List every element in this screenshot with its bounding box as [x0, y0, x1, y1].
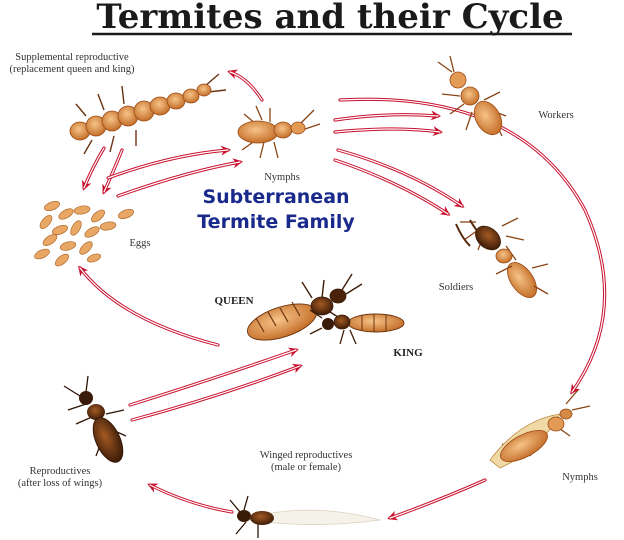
- king-label: KING: [393, 347, 423, 359]
- eggs-label: Eggs: [130, 238, 151, 249]
- winged-label-line1: Winged reproductives: [260, 450, 353, 461]
- arrow-nymphs-to-soldiers-highlight: [337, 149, 463, 207]
- arrow-supplemental-to-eggs-b-highlight: [103, 149, 123, 193]
- nymphs-top-label: Nymphs: [264, 172, 300, 183]
- arrow-supplemental-to-eggs-a-highlight: [83, 147, 105, 189]
- workers-label: Workers: [538, 110, 573, 121]
- arrow-winged-nymphs-to-winged-highlight: [389, 479, 486, 519]
- worker-termite-icon: [437, 55, 507, 137]
- eggs-cluster-icon: [34, 201, 134, 267]
- arrow-nymphs-to-winged-nymphs: [338, 97, 607, 395]
- arrow-eggs-to-nymphs-a-highlight: [107, 149, 229, 179]
- nymph-termite-icon: [237, 105, 321, 159]
- supplemental-label-line2: (replacement queen and king): [9, 64, 135, 75]
- center-label-line1: Subterranean: [202, 186, 349, 208]
- arrow-eggs-to-nymphs-b-highlight: [117, 161, 241, 197]
- nymphs-bottom-label: Nymphs: [562, 472, 598, 483]
- queen-label: QUEEN: [214, 295, 253, 307]
- arrow-nymphs-to-supplemental-highlight: [229, 71, 263, 101]
- arrow-reproductives-to-king-b-highlight: [131, 365, 301, 421]
- arrow-nymphs-to-winged-nymphs-highlight: [339, 98, 606, 393]
- winged-nymph-termite-icon: [489, 389, 591, 469]
- arrow-queen-to-eggs-highlight: [79, 267, 219, 346]
- dealate-reproductive-termite-icon: [63, 375, 127, 463]
- arrow-nymphs-to-workers-highlight: [334, 114, 439, 121]
- winged-label-line2: (male or female): [271, 462, 341, 473]
- soldier-termite-icon: [455, 217, 549, 298]
- center-label-line2: Termite Family: [197, 211, 355, 233]
- queen-termite-icon: [246, 273, 363, 341]
- arrow-winged-to-reproductives-highlight: [149, 484, 233, 513]
- arrow-winged-to-reproductives: [147, 483, 234, 514]
- arrow-nymphs-to-soldiers: [336, 148, 465, 208]
- arrow-nymphs-to-workers-b-highlight: [334, 128, 441, 133]
- cycle-arrows: [78, 69, 607, 521]
- arrow-nymphs-to-supplemental: [227, 69, 264, 102]
- arrow-eggs-to-nymphs-a: [106, 145, 231, 180]
- reproductives-label-line2: (after loss of wings): [18, 478, 103, 489]
- winged-reproductive-termite-icon: [229, 495, 381, 538]
- supplemental-reproductive-termite-icon: [69, 73, 227, 155]
- diagram-title: Termites and their Cycle: [96, 0, 563, 37]
- arrow-reproductives-to-king-a-highlight: [129, 349, 297, 406]
- supplemental-label-line1: Supplemental reproductive: [15, 52, 129, 63]
- arrow-reproductives-to-king-b: [130, 363, 303, 422]
- arrow-queen-to-eggs: [78, 265, 220, 347]
- reproductives-label-line1: Reproductives: [30, 466, 91, 477]
- soldiers-label: Soldiers: [439, 282, 473, 293]
- king-termite-icon: [309, 309, 405, 345]
- arrow-nymphs-to-soldiers-b-highlight: [334, 159, 449, 215]
